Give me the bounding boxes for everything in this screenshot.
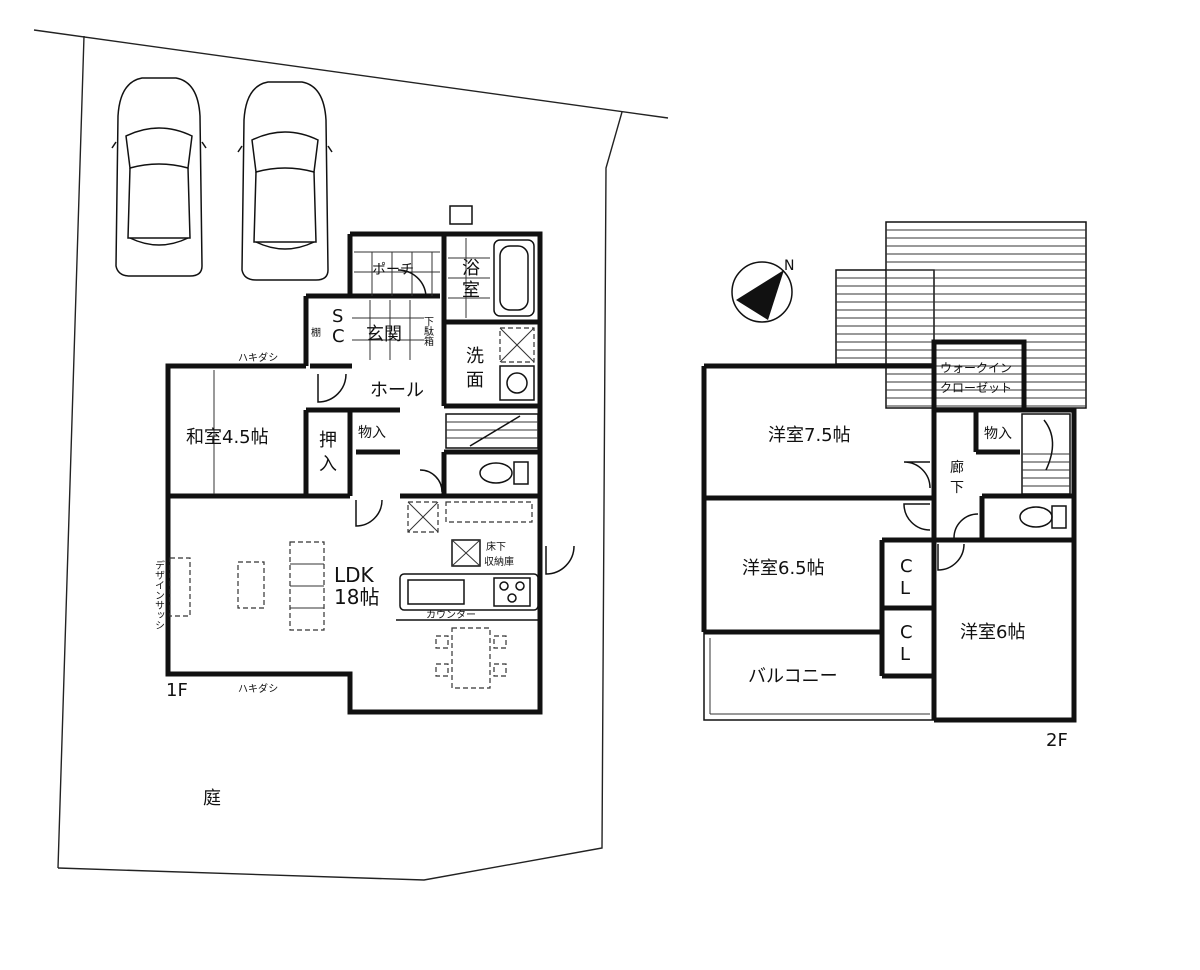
- room-hall-label: ホール: [370, 380, 424, 401]
- closet1-label-l: L: [900, 578, 910, 599]
- closet2-label-l: L: [900, 644, 910, 665]
- closet1-label-c: C: [900, 556, 913, 577]
- room-oshiire-label-b: 入: [319, 454, 337, 475]
- dining-table: [435, 627, 507, 689]
- underfloor-storage-icon: [407, 501, 533, 567]
- room-roka-label-b: 下: [950, 480, 964, 496]
- door-swing-icon: [903, 461, 979, 571]
- room-wic-label-b: クローゼット: [940, 381, 1012, 395]
- room-bath-label-a: 浴: [462, 258, 480, 279]
- room-senmen-label-b: 面: [466, 370, 484, 391]
- room-senmen-label-a: 洗: [466, 346, 484, 367]
- room-monoire-label: 物入: [358, 425, 386, 441]
- counter-label: カウンター: [426, 609, 476, 621]
- lot-boundary: [33, 29, 669, 881]
- kitchen-counter: [399, 573, 539, 611]
- room-yoshitsu75-label: 洋室7.5帖: [768, 425, 851, 446]
- room-roka-label-a: 廊: [950, 459, 964, 476]
- stairs-icon: [445, 413, 539, 449]
- floor-1: 和室4.5帖 押 入 物入 LDK 18帖 ホール 玄関 ポーチ 浴 室 洗 面…: [153, 205, 575, 809]
- living-sofa: [169, 541, 325, 631]
- bath-tiles: [448, 238, 490, 318]
- room-yoshitsu65-label: 洋室6.5帖: [742, 558, 825, 579]
- toilet-icon: [1019, 505, 1067, 529]
- room-wic-label-a: ウォークイン: [940, 361, 1012, 375]
- floor2-label: 2F: [1046, 730, 1068, 751]
- room-ldk-size: 18帖: [334, 585, 379, 609]
- room-ldk-label: LDK: [334, 563, 375, 587]
- hakidashi-top-label: ハキダシ: [238, 351, 278, 364]
- door-swing-icon: [317, 269, 575, 575]
- bathtub-icon: [493, 239, 535, 317]
- floor-2: 洋室7.5帖 洋室6.5帖 洋室6帖 ウォークイン クローゼット 物入 廊 下 …: [701, 221, 1087, 751]
- room-balcony-label: バルコニー: [748, 666, 838, 687]
- roof-hatch-lines: [836, 229, 1086, 407]
- floor1-label: 1F: [166, 680, 188, 701]
- outdoor-unit: [449, 205, 473, 225]
- room-genkan-label: 玄関: [366, 324, 402, 345]
- stove-icon: [499, 581, 525, 603]
- garden-label: 庭: [203, 788, 221, 809]
- underfloor-storage-label-b: 収納庫: [484, 555, 514, 568]
- room-washitsu-label: 和室4.5帖: [186, 427, 269, 448]
- room-monoire-2f-label: 物入: [984, 426, 1012, 442]
- car-icon: [237, 81, 333, 281]
- shoe-closet-label-s: S: [332, 306, 343, 327]
- getabako-label: 下駄箱: [422, 316, 434, 347]
- hakidashi-bottom-label: ハキダシ: [238, 682, 278, 695]
- closet2-label-c: C: [900, 622, 913, 643]
- underfloor-storage-label-a: 床下: [486, 540, 506, 553]
- shelf-label: 棚: [311, 326, 321, 339]
- shoe-closet-label-c: C: [332, 326, 345, 347]
- toilet-icon: [479, 461, 529, 485]
- room-oshiire-label-a: 押: [319, 430, 337, 451]
- genkan-tiles: [352, 300, 424, 360]
- room-porch-label: ポーチ: [372, 262, 414, 278]
- compass-icon: N: [731, 258, 794, 323]
- sink-icon: [499, 365, 535, 401]
- washing-machine-icon: [499, 327, 535, 363]
- car-icon: [111, 77, 207, 277]
- stairs-icon: [1021, 413, 1071, 495]
- compass-north-label: N: [784, 258, 794, 274]
- room-yoshitsu6-label: 洋室6帖: [960, 622, 1025, 643]
- room-bath-label-b: 室: [462, 280, 480, 301]
- design-sash-label: デザインサッシ: [153, 559, 165, 630]
